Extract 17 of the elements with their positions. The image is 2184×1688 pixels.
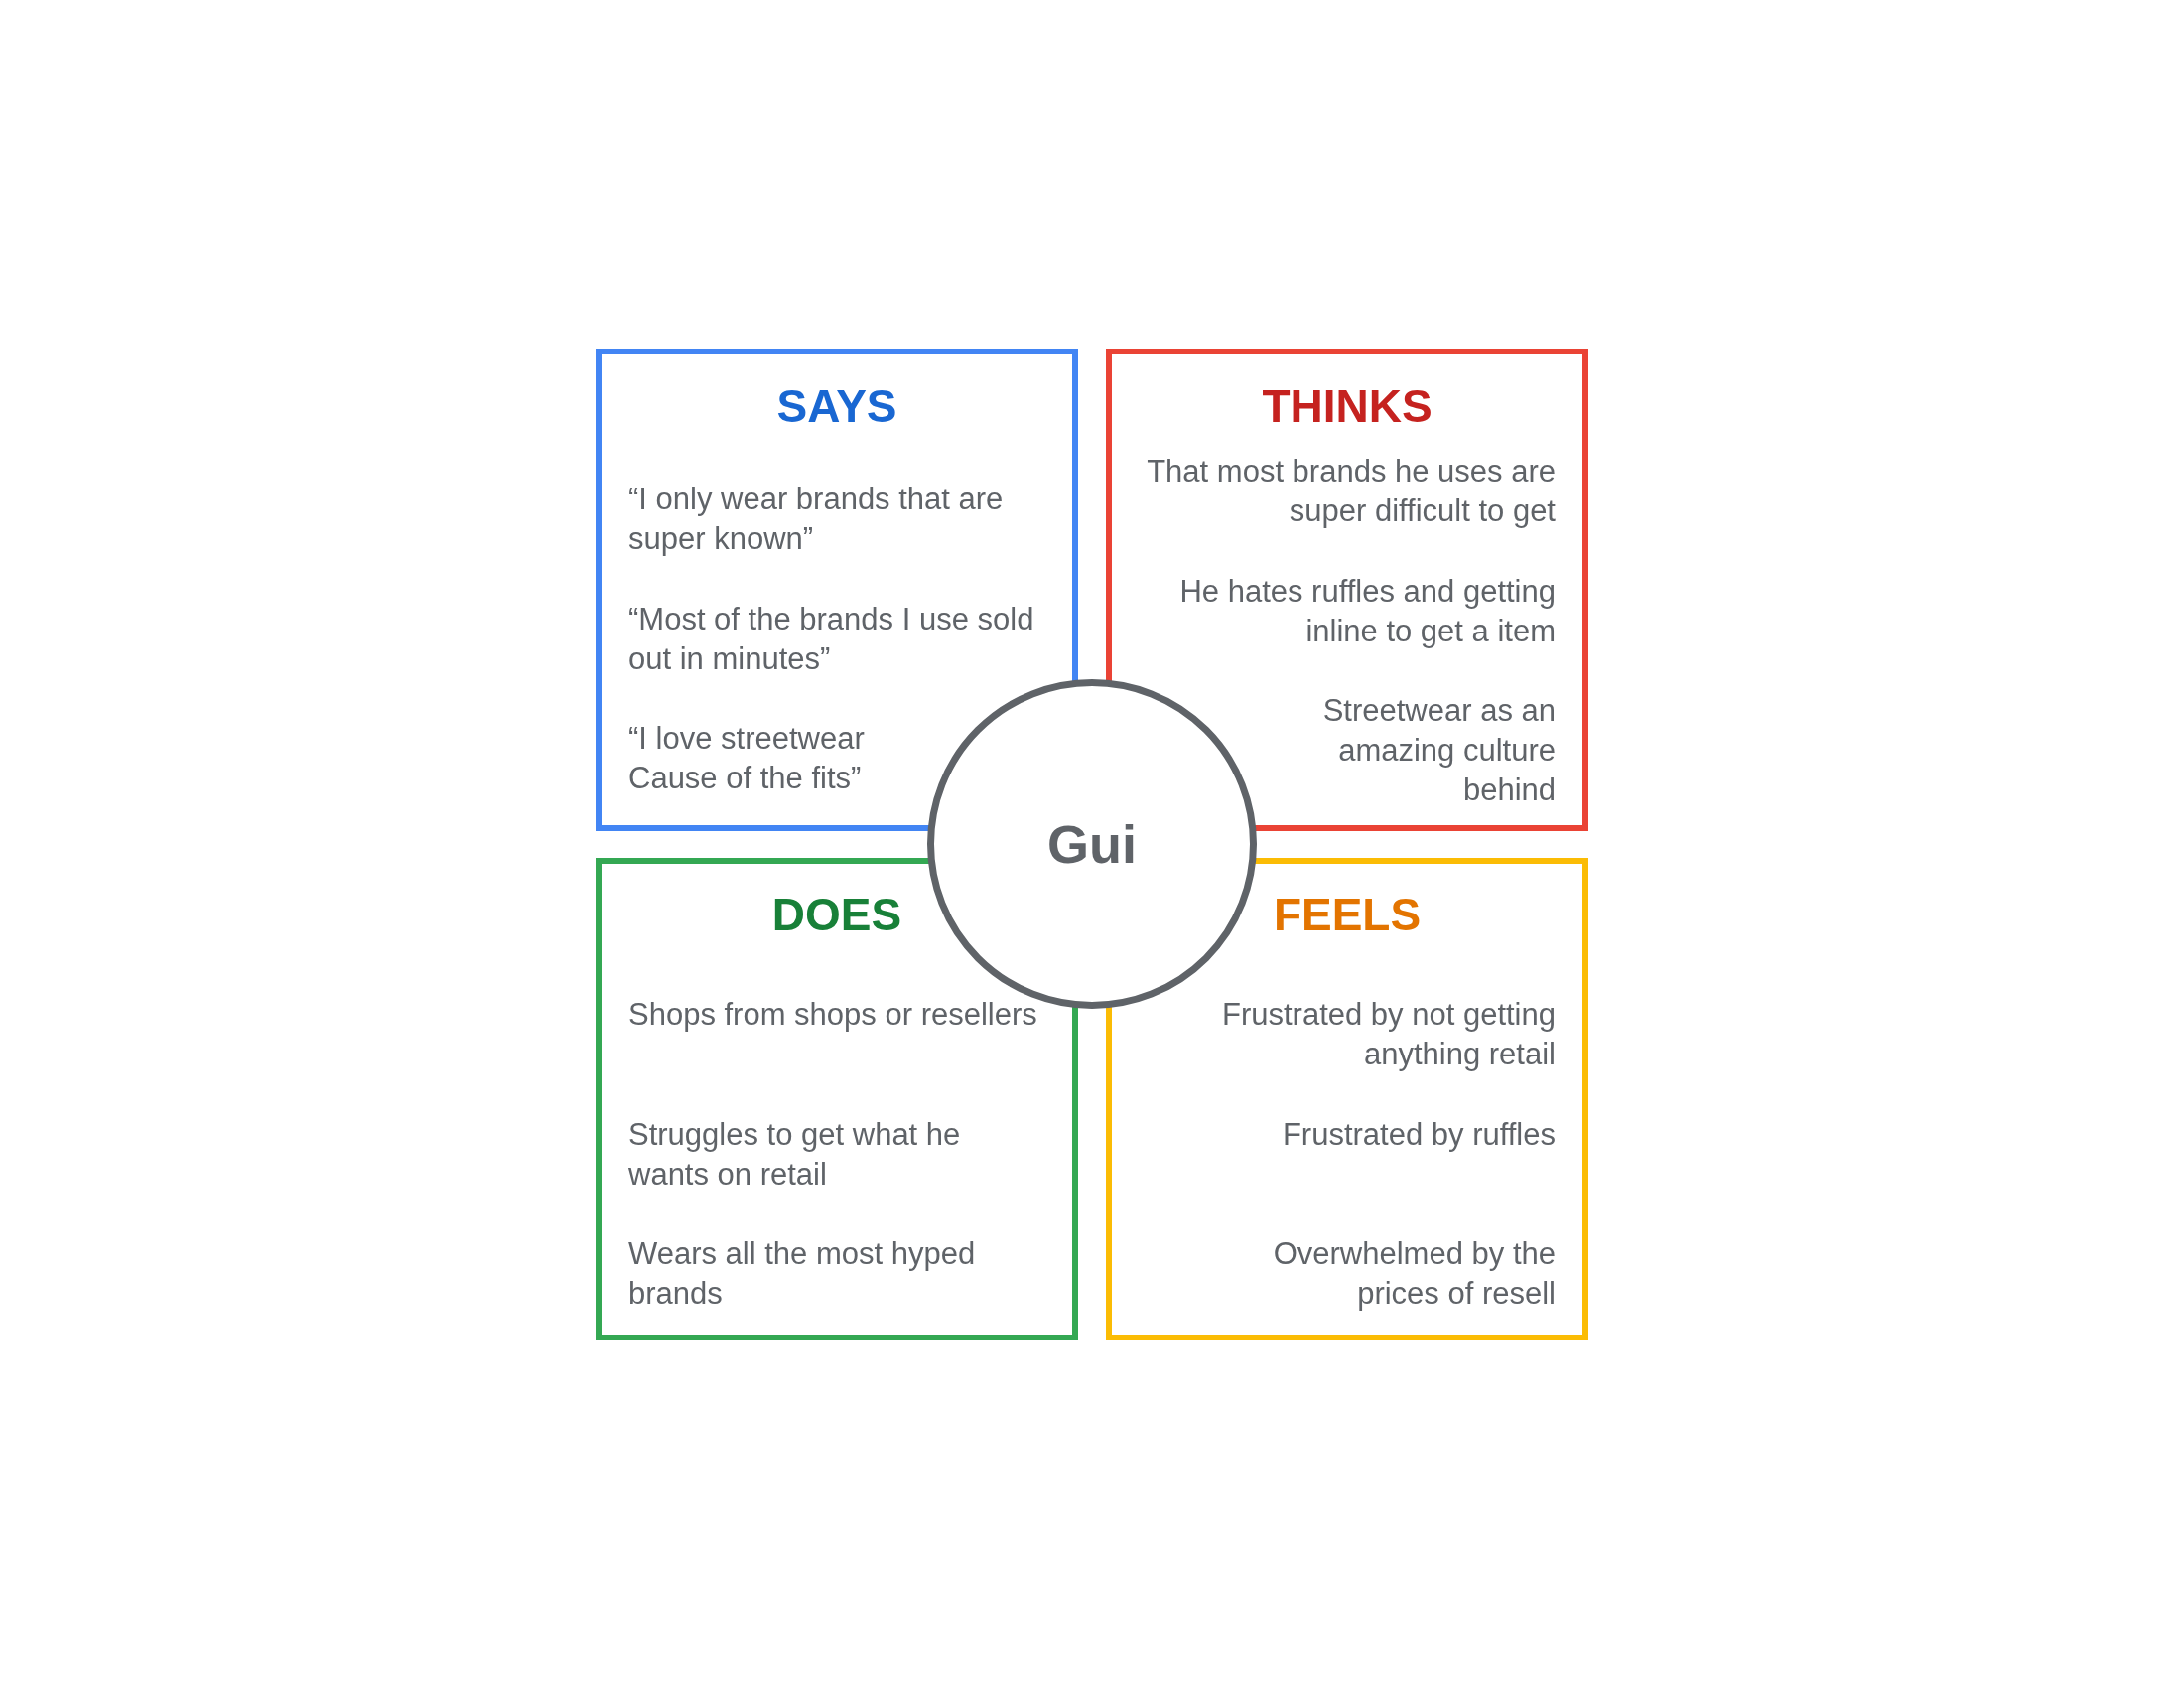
section-heading: DOES bbox=[770, 888, 903, 942]
quadrant-text: Overwhelmed by the prices of resell bbox=[1272, 1235, 1556, 1313]
quadrant-text: Shops from shops or resellers bbox=[628, 996, 1037, 1034]
section-heading: SAYS bbox=[775, 379, 898, 434]
quadrant-text: That most brands he uses are super difficult to get bbox=[1146, 453, 1556, 530]
quadrant-text: Frustrated by not getting anything retail bbox=[1220, 996, 1556, 1073]
quadrant-text: He hates ruffles and getting inline to get a item bbox=[1178, 573, 1556, 650]
section-heading: THINKS bbox=[1261, 379, 1433, 434]
quadrant-text: Frustrated by ruffles bbox=[1282, 1116, 1556, 1154]
quadrant-text: Wears all the most hyped brands bbox=[628, 1235, 977, 1313]
quadrant-text: “Most of the brands I use sold out in minutes” bbox=[628, 601, 1035, 678]
quadrant-text: Streetwear as an amazing culture behind bbox=[1321, 692, 1556, 809]
quadrant-text: “I love streetwear Cause of the fits” bbox=[628, 720, 866, 797]
quadrant-text: “I only wear brands that are super known” bbox=[628, 481, 1005, 558]
persona-name: Gui bbox=[1047, 813, 1137, 875]
quadrant-text: Struggles to get what he wants on retail bbox=[628, 1116, 962, 1194]
section-heading: FEELS bbox=[1272, 888, 1423, 942]
